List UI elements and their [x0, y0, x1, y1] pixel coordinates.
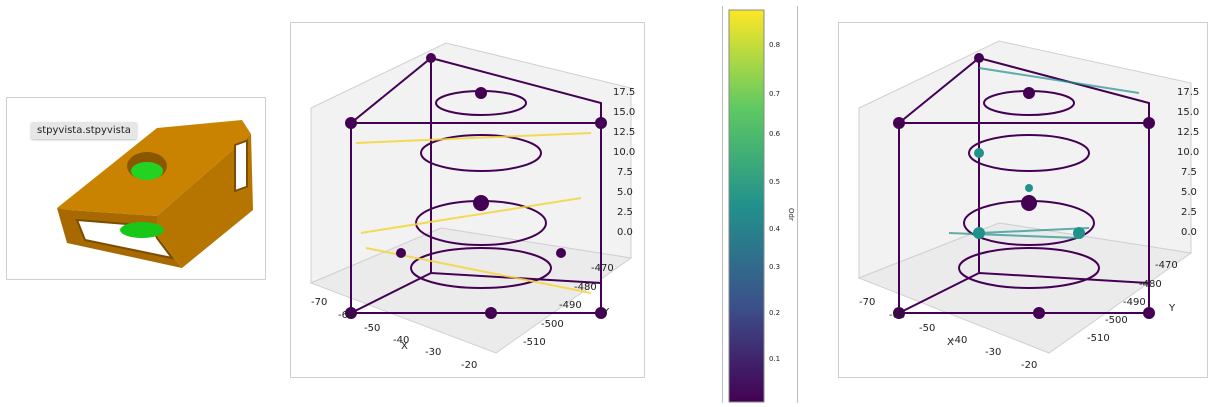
z-tick: 7.5 [1181, 167, 1197, 178]
highlight-lines-right [948, 67, 1140, 239]
colorbar-panel: 0.8 0.7 0.6 0.5 0.4 0.3 0.2 0.1 Odr [722, 6, 798, 403]
scatter-points-teal [973, 148, 1085, 239]
colorbar-tick: 0.8 [769, 41, 780, 49]
colorbar-tick: 0.5 [769, 178, 780, 186]
y-tick: -500 [541, 319, 564, 330]
model-render[interactable] [7, 98, 265, 279]
colorbar-tick: 0.7 [769, 90, 780, 98]
x-tick: -70 [311, 297, 327, 308]
x-tick: -60 [338, 310, 354, 321]
z-tick: 10.0 [613, 147, 635, 158]
y-axis-label: Y [1168, 303, 1176, 314]
colorbar-tick: 0.4 [769, 225, 781, 233]
z-tick: 15.0 [613, 107, 635, 118]
plot-right-svg: 17.5 15.0 12.5 10.0 7.5 5.0 2.5 0.0 -70 … [857, 40, 1199, 371]
z-tick: 12.5 [613, 127, 635, 138]
z-tick: 0.0 [1181, 227, 1197, 238]
z-tick: 15.0 [1177, 107, 1199, 118]
y-tick: -510 [523, 337, 546, 348]
y-tick: -490 [559, 300, 582, 311]
z-tick: 7.5 [617, 167, 633, 178]
viewer-tooltip: stpyvista.stpyvista [31, 122, 137, 139]
x-tick: -30 [425, 347, 441, 358]
z-tick: 5.0 [1181, 187, 1197, 198]
x-tick: -70 [859, 297, 875, 308]
pane-floor [309, 227, 633, 354]
x-tick: -40 [393, 335, 409, 346]
z-tick: 17.5 [613, 87, 635, 98]
y-tick: -490 [1123, 297, 1146, 308]
3d-model-viewer[interactable]: stpyvista.stpyvista [6, 97, 266, 280]
colorbar-tick: 0.6 [769, 130, 781, 138]
z-tick: 5.0 [617, 187, 633, 198]
z-tick: 2.5 [1181, 207, 1197, 218]
y-tick: -510 [1087, 333, 1110, 344]
x-axis-label: X [401, 341, 408, 352]
x-tick: -30 [985, 347, 1001, 358]
x-tick: -50 [919, 323, 935, 334]
y-tick: -470 [591, 263, 614, 274]
colorbar-tick: 0.3 [769, 263, 780, 271]
colorbar-label: Odr [787, 208, 795, 221]
y-tick: -480 [1139, 279, 1162, 290]
z-tick: 2.5 [617, 207, 633, 218]
y-tick: -500 [1105, 315, 1128, 326]
scatter3d-plot-left: 17.5 15.0 12.5 10.0 7.5 5.0 2.5 0.0 -70 … [290, 22, 645, 378]
z-tick: 10.0 [1177, 147, 1199, 158]
model-inner-green-bottom [120, 222, 164, 238]
z-tick: 12.5 [1177, 127, 1199, 138]
x-axis-label: X [947, 337, 954, 348]
x-tick: -60 [889, 310, 905, 321]
x-tick: -50 [364, 323, 380, 334]
y-tick: -480 [574, 282, 597, 293]
y-axis-label: Y [602, 307, 610, 318]
y-tick: -470 [1155, 260, 1178, 271]
x-tick: -20 [461, 360, 477, 371]
model-inner-green [131, 162, 163, 180]
z-tick: 17.5 [1177, 87, 1199, 98]
x-tick: -40 [951, 335, 967, 346]
colorbar-gradient [728, 9, 765, 403]
model-body-side [157, 134, 253, 268]
model-side-opening [234, 139, 248, 193]
plot-left-svg: 17.5 15.0 12.5 10.0 7.5 5.0 2.5 0.0 -70 … [309, 42, 635, 371]
scatter-points-left [345, 53, 607, 319]
scatter3d-plot-right: 17.5 15.0 12.5 10.0 7.5 5.0 2.5 0.0 -70 … [838, 22, 1208, 378]
z-tick: 0.0 [617, 227, 633, 238]
colorbar-tick: 0.2 [769, 309, 780, 317]
colorbar-tick: 0.1 [769, 355, 780, 363]
colorbar-svg: 0.8 0.7 0.6 0.5 0.4 0.3 0.2 0.1 Odr [728, 9, 795, 403]
scatter-points-right [893, 53, 1155, 319]
x-tick: -20 [1021, 360, 1037, 371]
